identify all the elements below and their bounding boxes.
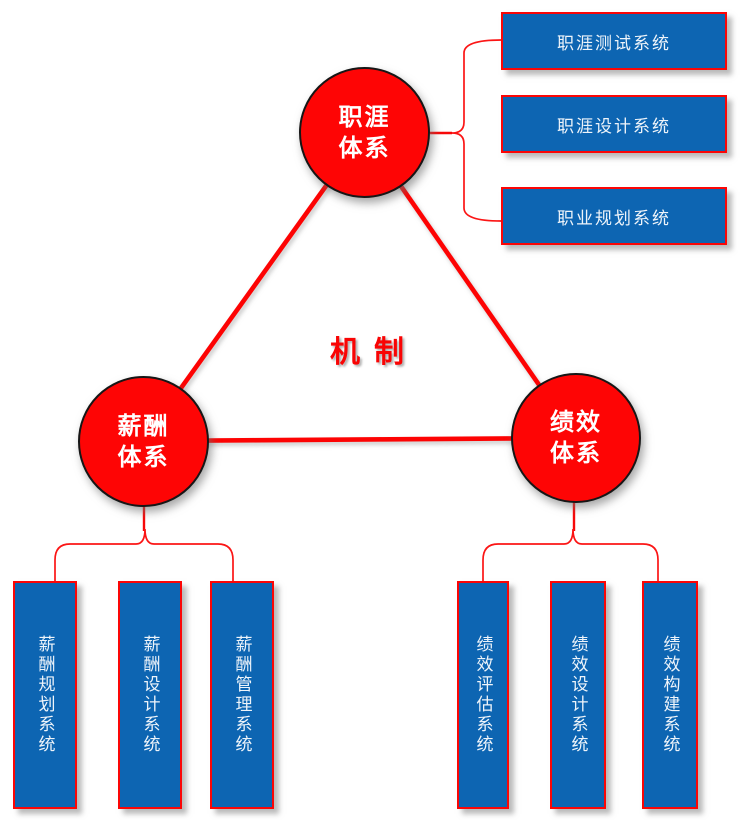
career-brace: [451, 39, 502, 222]
career-design-bar-label: 职涯设计系统: [557, 116, 671, 137]
performance-construction-bar-label: 绩效构建系统: [659, 635, 680, 755]
career-testing-bar: 职涯测试系统: [501, 12, 727, 70]
salary-node-label-line2: 体系: [117, 442, 170, 471]
performance-node-label-line2: 体系: [550, 439, 602, 467]
career-testing-bar-label: 职涯测试系统: [557, 33, 671, 54]
career-node-label-line1: 职涯: [338, 102, 391, 131]
performance-construction-bar: 绩效构建系统: [642, 581, 698, 809]
performance-design-bar: 绩效设计系统: [550, 581, 606, 809]
career-system-node: 职涯 体系: [299, 67, 430, 198]
salary-design-bar-label: 薪酬设计系统: [139, 635, 160, 755]
salary-brace: [54, 528, 234, 581]
performance-node-label-line1: 绩效: [550, 408, 602, 436]
mechanism-label: 机制: [330, 335, 418, 370]
salary-design-bar: 薪酬设计系统: [118, 581, 182, 809]
triangle-edge-bottom: [142, 435, 577, 444]
performance-system-node: 绩效 体系: [511, 373, 641, 503]
career-planning-bar: 职业规划系统: [501, 187, 727, 245]
salary-planning-bar-label: 薪酬规划系统: [34, 635, 55, 755]
performance-brace: [482, 528, 659, 581]
salary-management-bar-label: 薪酬管理系统: [231, 635, 252, 755]
career-node-label-line2: 体系: [338, 133, 391, 162]
performance-evaluation-bar: 绩效评估系统: [457, 581, 509, 809]
performance-design-bar-label: 绩效设计系统: [567, 635, 588, 755]
salary-system-node: 薪酬 体系: [78, 376, 209, 507]
salary-planning-bar: 薪酬规划系统: [13, 581, 77, 809]
performance-evaluation-bar-label: 绩效评估系统: [472, 635, 493, 755]
career-planning-bar-label: 职业规划系统: [557, 208, 671, 229]
career-design-bar: 职涯设计系统: [501, 95, 727, 153]
salary-node-label-line1: 薪酬: [117, 411, 170, 440]
salary-management-bar: 薪酬管理系统: [210, 581, 274, 809]
